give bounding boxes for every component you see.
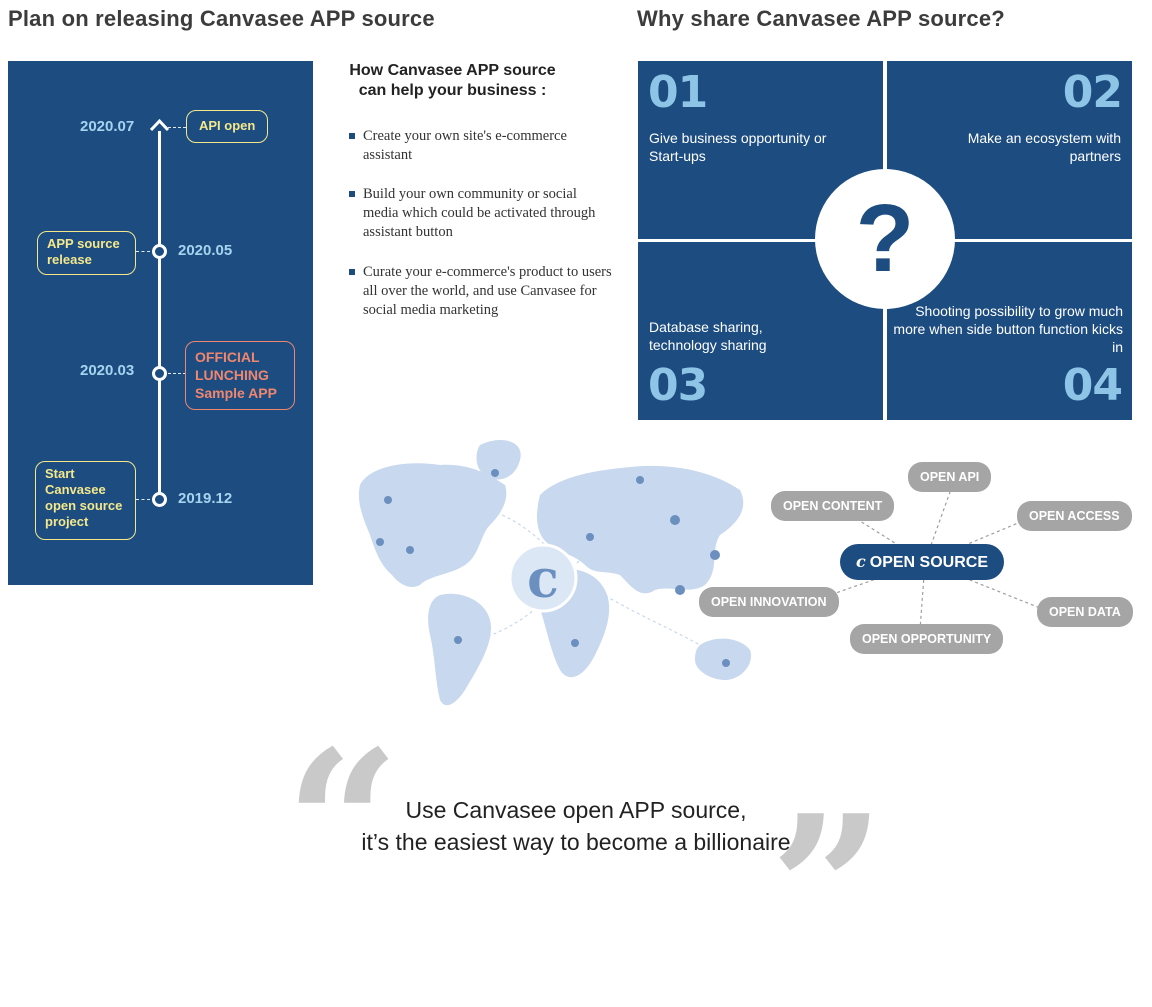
open-data-pill: OPEN DATA	[1037, 597, 1133, 627]
timeline-dot	[152, 244, 167, 259]
open-api-pill: OPEN API	[908, 462, 992, 492]
why-quadrant-1: 01 Give business opportunity or Start-up…	[638, 61, 883, 239]
timeline-line	[158, 131, 161, 501]
timeline-label: API open	[186, 110, 269, 143]
plan-title: Plan on releasing Canvasee APP source	[8, 6, 435, 31]
timeline-label: APP source release	[37, 231, 136, 275]
quadrant-text: Shooting possibility to grow much more w…	[893, 303, 1123, 355]
open-access-pill: OPEN ACCESS	[1017, 501, 1132, 531]
timeline-connector	[136, 499, 150, 500]
question-mark-icon: ?	[815, 169, 955, 309]
timeline-connector	[168, 373, 186, 374]
timeline-date: 2020.03	[80, 362, 135, 379]
why-title: Why share Canvasee APP source?	[637, 6, 1005, 31]
timeline-panel: 2020.07 API open APP source release 2020…	[8, 61, 313, 585]
timeline-date: 2020.07	[80, 118, 135, 135]
how-bullet: Build your own community or social media…	[349, 185, 614, 242]
open-source-label: OPEN SOURCE	[869, 554, 988, 571]
quadrant-text: Give business opportunity or Start-ups	[649, 130, 827, 164]
why-quadrant-3: Database sharing, technology sharing 03	[638, 242, 883, 420]
open-innovation-pill: OPEN INNOVATION	[699, 587, 839, 617]
arrow-up-icon	[149, 118, 170, 132]
timeline-date: 2019.12	[178, 490, 233, 507]
how-title: How Canvasee APP source can help your bu…	[320, 61, 585, 101]
open-content-pill: OPEN CONTENT	[771, 491, 895, 521]
timeline-date: 2020.05	[178, 242, 233, 259]
open-quote-icon: “	[285, 707, 401, 942]
how-title-line2: can help your business :	[358, 82, 547, 99]
quadrant-number: 01	[648, 67, 708, 118]
canvasee-logo-icon: c	[856, 552, 866, 571]
open-opportunity-pill: OPEN OPPORTUNITY	[850, 624, 1004, 654]
how-bullet: Curate your e-commerce's product to user…	[349, 263, 614, 320]
quadrant-number: 04	[1062, 360, 1123, 411]
quadrant-text: Make an ecosystem with partners	[967, 130, 1121, 164]
quadrant-text: Database sharing, technology sharing	[649, 319, 767, 353]
quote-line-2: it’s the easiest way to become a billion…	[361, 829, 791, 855]
svg-text:c: c	[527, 549, 559, 610]
timeline-label: Start Canvasee open source project	[35, 461, 136, 540]
timeline-dot	[152, 366, 167, 381]
quadrant-number: 02	[1062, 67, 1123, 118]
timeline-dot	[152, 492, 167, 507]
quadrant-number: 03	[648, 360, 708, 411]
how-bullet: Create your own site's e-commerce assist…	[349, 127, 614, 165]
quote-line-1: Use Canvasee open APP source,	[405, 797, 747, 823]
timeline-connector	[136, 251, 150, 252]
how-title-line1: How Canvasee APP source	[349, 62, 556, 79]
timeline-connector	[168, 127, 186, 128]
timeline-label: OFFICIAL LUNCHING Sample APP	[185, 341, 295, 410]
world-map-icon: c	[358, 440, 751, 706]
